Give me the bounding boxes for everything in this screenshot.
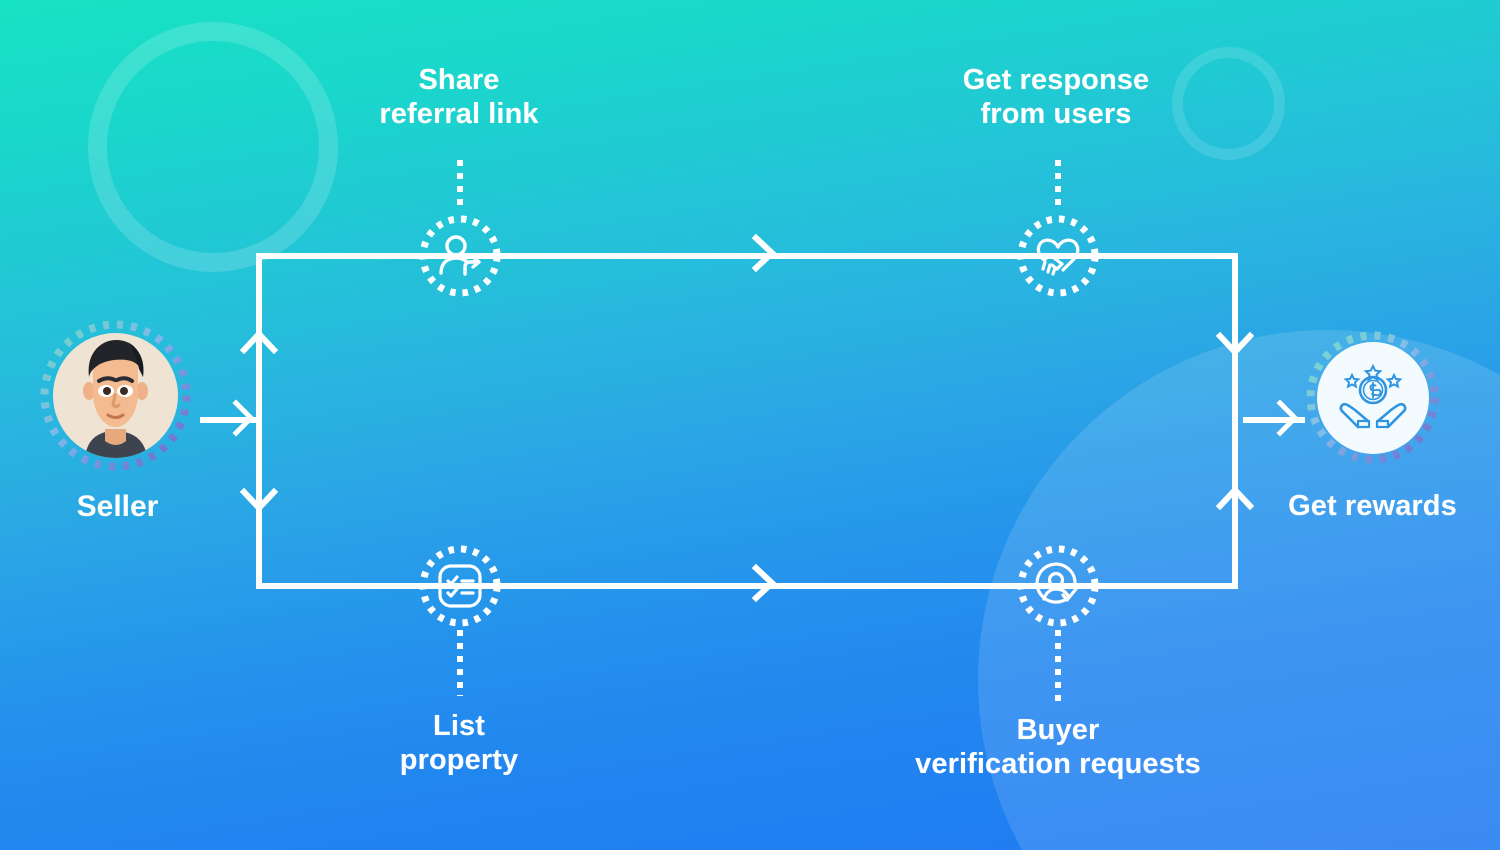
rewards-dashed-ring bbox=[1306, 331, 1439, 464]
arrow-marker-right-up bbox=[1215, 485, 1255, 511]
dashed-ring bbox=[419, 215, 501, 297]
decorative-ring-large bbox=[88, 22, 338, 272]
dotted-connector-share bbox=[457, 160, 463, 212]
flow-line-seller-connector bbox=[200, 417, 262, 423]
step-label-share-referral-link: Share referral link bbox=[379, 64, 539, 130]
avatar-dashed-ring bbox=[40, 320, 191, 471]
seller-avatar[interactable] bbox=[38, 318, 193, 473]
arrow-marker-bottom-right bbox=[751, 563, 777, 603]
dashed-ring bbox=[1017, 545, 1099, 627]
rewards-badge[interactable] bbox=[1305, 330, 1440, 465]
arrow-marker-rewards bbox=[1276, 399, 1299, 437]
arrow-marker-right-down bbox=[1215, 331, 1255, 357]
seller-label: Seller bbox=[76, 490, 159, 523]
flow-line-rewards-connector bbox=[1243, 417, 1305, 423]
arrow-marker-left-down bbox=[239, 487, 279, 513]
flow-line-right bbox=[1232, 253, 1238, 589]
step-label-list-property: List property bbox=[399, 710, 519, 776]
user-verified-icon bbox=[1035, 562, 1078, 604]
flow-line-bottom bbox=[256, 583, 1238, 589]
rewards-label: Get rewards bbox=[1288, 490, 1457, 522]
dotted-connector-response bbox=[1055, 160, 1061, 212]
step-icon-share-referral-link[interactable] bbox=[418, 214, 502, 298]
dotted-connector-list bbox=[457, 630, 463, 696]
hands-holding-coin-icon bbox=[1339, 364, 1407, 429]
handshake-heart-icon bbox=[1036, 238, 1080, 276]
avatar-image bbox=[53, 333, 178, 458]
arrow-marker-left-up bbox=[239, 329, 279, 355]
step-label-buyer-verification: Buyer verification requests bbox=[915, 714, 1201, 780]
arrow-marker-seller bbox=[232, 399, 255, 437]
decorative-ring-small bbox=[1172, 47, 1285, 160]
checklist-icon bbox=[438, 564, 482, 608]
dotted-connector-buyer bbox=[1055, 630, 1061, 706]
step-icon-get-response[interactable] bbox=[1016, 214, 1100, 298]
arrow-marker-top-right bbox=[751, 233, 777, 273]
flow-line-top bbox=[256, 253, 1238, 259]
person-share-arrow-icon bbox=[439, 235, 481, 276]
node-get-rewards[interactable]: Get rewards bbox=[1288, 330, 1457, 522]
step-label-get-response: Get response from users bbox=[962, 64, 1150, 130]
step-icon-list-property[interactable] bbox=[418, 544, 502, 628]
step-icon-buyer-verification[interactable] bbox=[1016, 544, 1100, 628]
dashed-ring bbox=[1017, 215, 1099, 297]
dashed-ring bbox=[419, 545, 501, 627]
